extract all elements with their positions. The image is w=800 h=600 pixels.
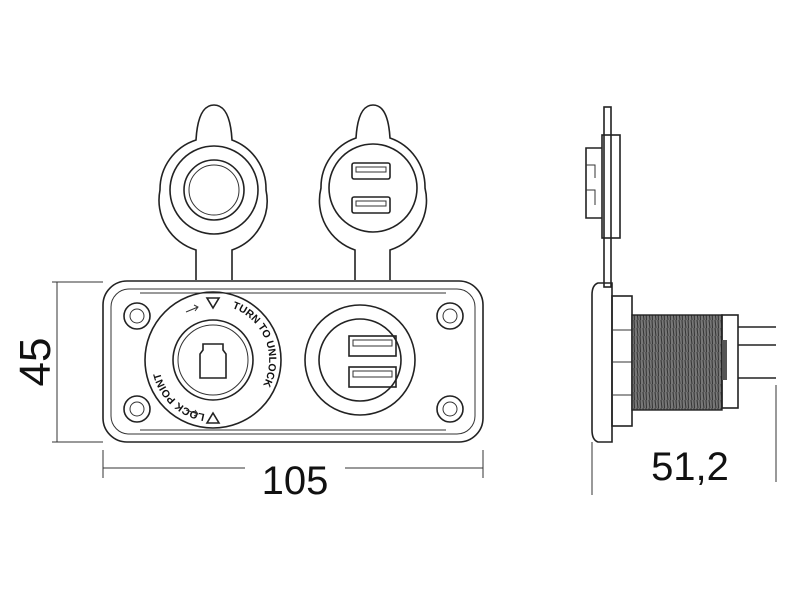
triangle-marker-icon	[205, 297, 221, 310]
thread-body	[631, 314, 723, 411]
width-value: 105	[262, 459, 329, 503]
usb-cap	[318, 104, 428, 280]
arrow-icon	[185, 409, 199, 417]
turn-to-unlock-label: TURN TO UNLOCK	[231, 300, 278, 390]
width-dimension: 105	[102, 450, 484, 503]
socket-cap	[158, 104, 268, 280]
12v-socket: LOCK POINT TURN TO UNLOCK	[144, 291, 282, 429]
arrow-icon	[185, 304, 199, 313]
height-dimension: 45	[11, 281, 103, 443]
front-panel: LOCK POINT TURN TO UNLOCK	[102, 280, 484, 443]
screw-holes	[123, 302, 464, 423]
svg-text:TURN TO UNLOCK: TURN TO UNLOCK	[231, 300, 278, 390]
triangle-marker-icon	[205, 411, 221, 424]
depth-value: 51,2	[651, 445, 729, 489]
height-value: 45	[11, 338, 60, 387]
depth-dimension: 51,2	[591, 385, 777, 495]
side-view	[585, 106, 776, 443]
usb-socket	[304, 304, 416, 416]
